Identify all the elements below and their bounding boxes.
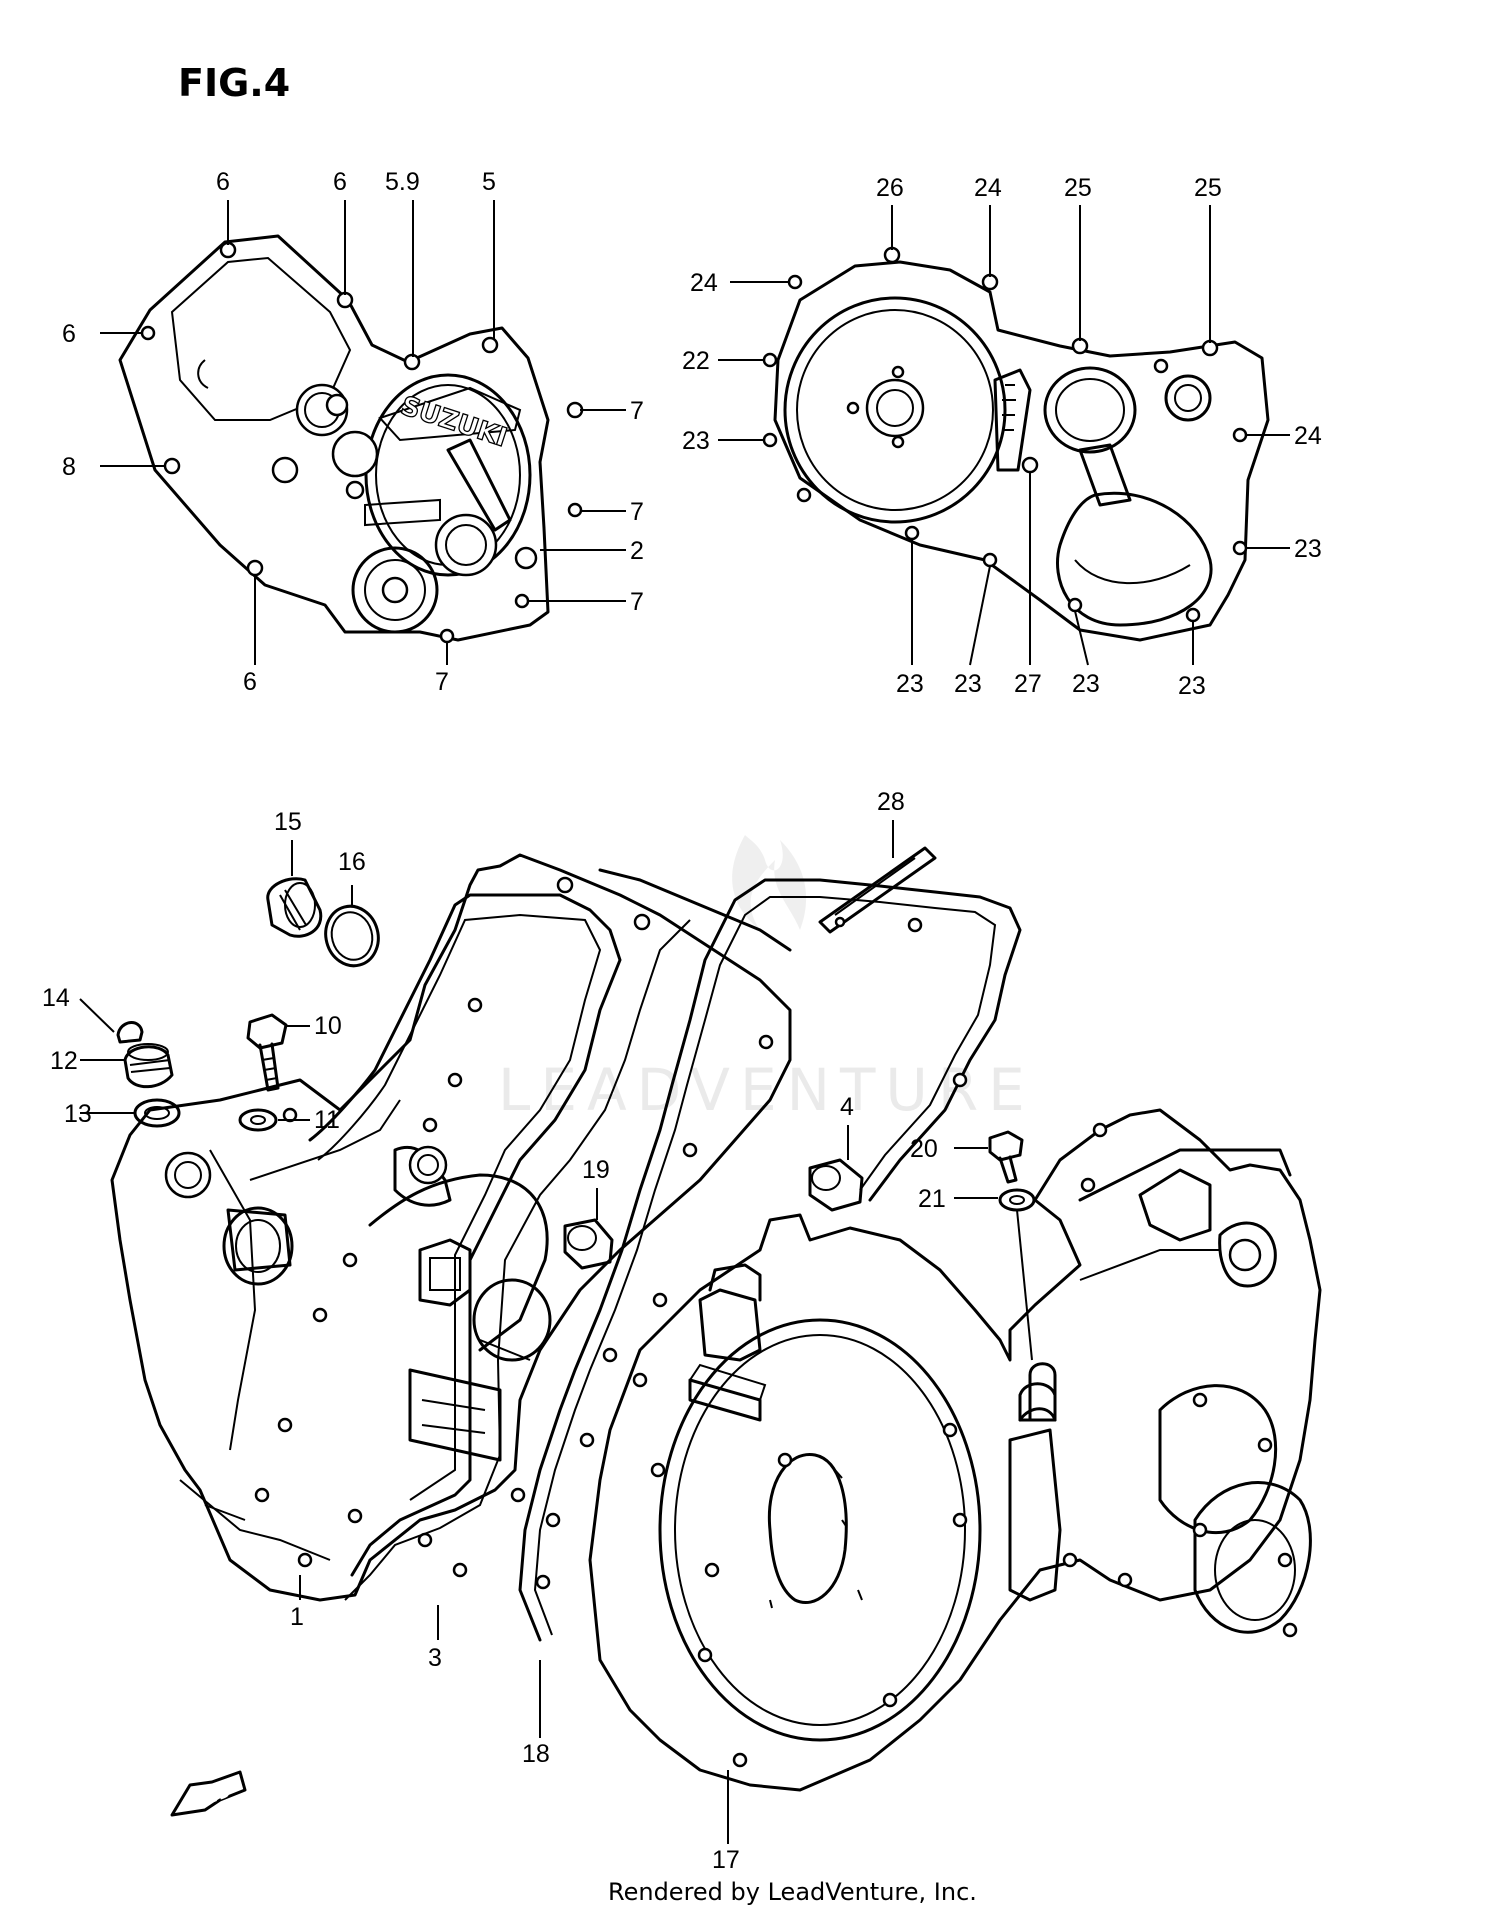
callout-23-c: 23 — [896, 670, 924, 698]
callout-12: 12 — [50, 1047, 78, 1075]
callout-1: 1 — [290, 1603, 304, 1631]
callout-7-a: 7 — [630, 397, 644, 425]
callouts-crankcase: 28 15 16 14 10 11 12 13 4 19 20 21 1 3 1… — [42, 788, 946, 1874]
callout-7-c: 7 — [630, 588, 644, 616]
callout-6-a: 6 — [216, 168, 230, 196]
callout-5-9: 5.9 — [385, 168, 420, 196]
callout-11: 11 — [314, 1106, 340, 1134]
right-crankcase — [588, 1108, 1322, 1792]
washer-21 — [998, 1188, 1036, 1212]
plate-28 — [818, 846, 937, 934]
callout-3: 3 — [428, 1644, 442, 1672]
callout-4: 4 — [840, 1093, 854, 1121]
svg-text:SUZUKI: SUZUKI — [397, 391, 511, 453]
callout-25-b: 25 — [1194, 174, 1222, 202]
footer-credit: Rendered by LeadVenture, Inc. — [608, 1878, 977, 1906]
gasket-3 — [344, 919, 691, 1601]
bolt-20 — [988, 1130, 1024, 1184]
callout-23-f: 23 — [1178, 672, 1206, 700]
callout-14: 14 — [42, 984, 70, 1012]
callout-6-b: 6 — [333, 168, 347, 196]
callout-16: 16 — [338, 848, 366, 876]
gasket-13 — [133, 1098, 181, 1128]
figure-title: FIG.4 — [178, 61, 290, 105]
callout-7-d: 7 — [435, 668, 449, 696]
fwd-arrow: FWD — [170, 1770, 247, 1817]
callout-13: 13 — [64, 1100, 92, 1128]
callout-23-e: 23 — [1072, 670, 1100, 698]
magneto-cover-group — [762, 246, 1270, 642]
callout-23-a: 23 — [682, 427, 710, 455]
callout-28: 28 — [877, 788, 905, 816]
callout-2: 2 — [630, 537, 644, 565]
callout-23-d: 23 — [954, 670, 982, 698]
callout-19: 19 — [582, 1156, 610, 1184]
callout-24-a: 24 — [974, 174, 1002, 202]
bolt-10 — [246, 1013, 288, 1092]
callout-10: 10 — [314, 1012, 342, 1040]
callout-8: 8 — [62, 453, 76, 481]
callout-6-c: 6 — [62, 320, 76, 348]
washer-11 — [238, 1108, 278, 1132]
svg-text:FWD: FWD — [190, 1783, 233, 1813]
dowel-pin-4 — [808, 1158, 864, 1212]
clutch-cover-group — [118, 234, 584, 644]
dowel-pin-19 — [563, 1218, 614, 1270]
callout-6-d: 6 — [243, 668, 257, 696]
callout-15: 15 — [274, 808, 302, 836]
clutch-cover-logo: SUZUKI — [396, 390, 511, 454]
callout-7-b: 7 — [630, 498, 644, 526]
callout-22: 22 — [682, 347, 710, 375]
plug-12 — [123, 1043, 174, 1089]
plug-14 — [116, 1021, 144, 1044]
callout-26: 26 — [876, 174, 904, 202]
callouts-clutch-cover: 6 6 5.9 5 6 7 8 7 2 7 6 7 — [62, 168, 644, 696]
leader-lines — [79, 200, 1290, 1844]
callout-24-c: 24 — [1294, 422, 1322, 450]
o-ring-16 — [324, 904, 380, 968]
callouts-magneto-cover: 26 24 25 25 24 22 24 23 23 23 23 27 23 2… — [682, 174, 1322, 700]
callout-20: 20 — [910, 1135, 938, 1163]
gasket-18 — [518, 878, 1022, 1642]
left-crankcase — [110, 853, 792, 1602]
callout-27: 27 — [1014, 670, 1042, 698]
callout-5: 5 — [482, 168, 496, 196]
callout-25-a: 25 — [1064, 174, 1092, 202]
callout-18: 18 — [522, 1740, 550, 1768]
callout-24-b: 24 — [690, 269, 718, 297]
callout-21: 21 — [918, 1185, 946, 1213]
callout-17: 17 — [712, 1846, 740, 1874]
oil-filler-cap-15 — [266, 877, 323, 938]
callout-23-b: 23 — [1294, 535, 1322, 563]
